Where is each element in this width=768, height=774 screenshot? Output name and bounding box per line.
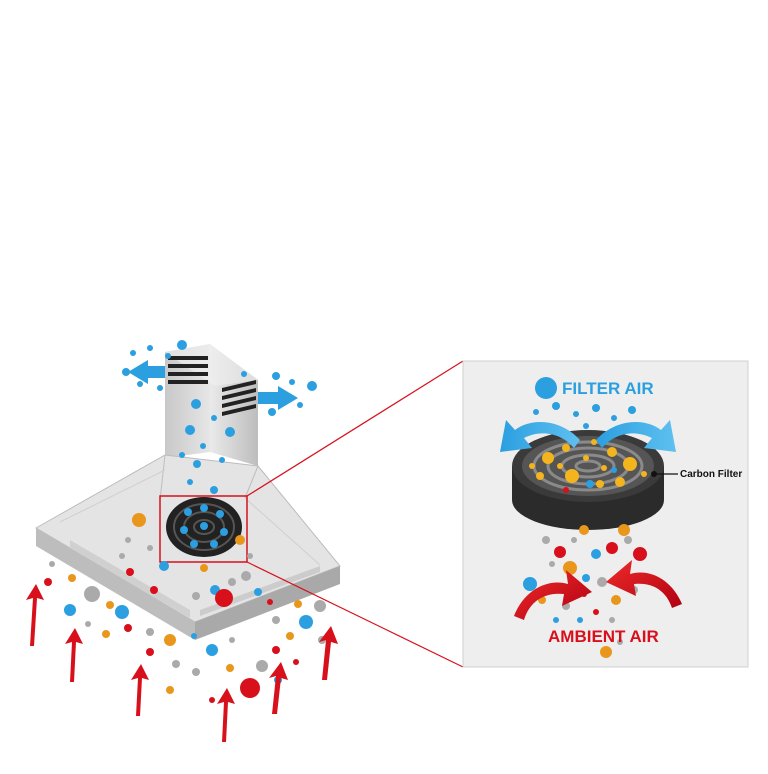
small-filter-particles [180, 504, 228, 548]
blue-arrow-icon [500, 420, 676, 452]
chimney-vent-right [222, 380, 256, 416]
detail-panel: FILTER AIR [462, 360, 749, 668]
ambient-particles [44, 513, 326, 703]
zoom-callout [159, 360, 464, 668]
chimney-vent-left [168, 356, 208, 384]
carbon-filter-icon [512, 430, 664, 530]
carbon-filter-pointer [651, 471, 678, 477]
filter-air-label: FILTER AIR [562, 379, 654, 398]
red-arrow-icon [514, 560, 682, 620]
exhaust-clean-particles [122, 340, 317, 494]
filter-air-dot [535, 377, 557, 399]
red-arrow-icon [26, 584, 338, 742]
range-hood-icon [35, 344, 341, 640]
ambient-air-label: AMBIENT AIR [548, 627, 659, 646]
incoming-particles [523, 524, 647, 658]
carbon-filter-label: Carbon Filter [680, 469, 742, 480]
blue-arrow-icon [128, 360, 298, 410]
